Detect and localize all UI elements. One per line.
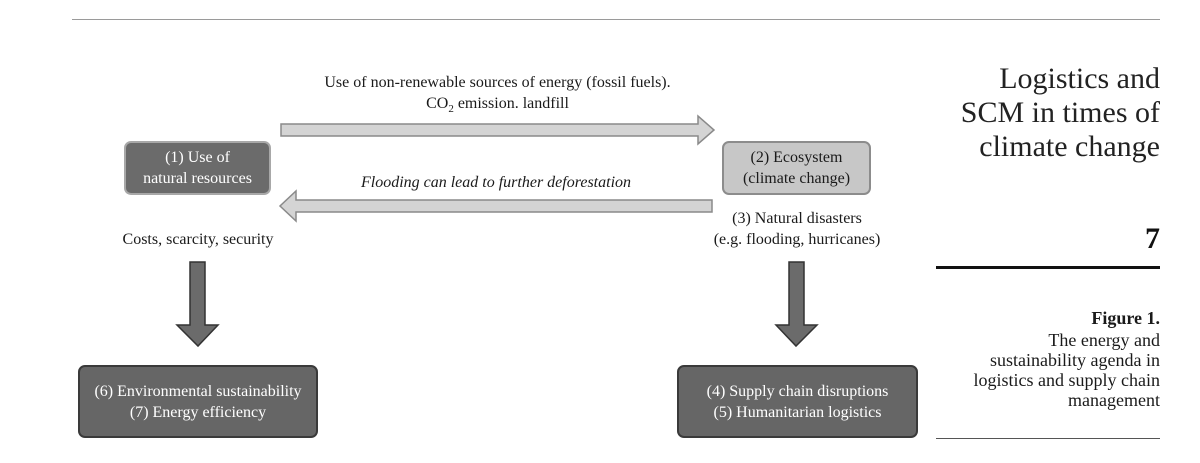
figure-caption-line4: management — [1068, 390, 1160, 410]
arrow-right — [280, 114, 716, 146]
figure-label: Figure 1. — [1091, 308, 1160, 328]
box1-line2: natural resources — [143, 170, 252, 187]
figure-caption: The energy and sustainability agenda in … — [920, 330, 1160, 410]
box-ecosystem: (2) Ecosystem (climate change) — [722, 141, 871, 195]
box2-line1: (2) Ecosystem — [750, 149, 843, 166]
box2-line2: (climate change) — [742, 170, 851, 187]
costs-caption: Costs, scarcity, security — [122, 231, 274, 248]
running-title-line1: Logistics and — [999, 62, 1160, 95]
box-environmental-sustainability: (6) Environmental sustainability (7) Ene… — [78, 365, 318, 438]
box-supply-chain-disruptions: (4) Supply chain disruptions (5) Humanit… — [677, 365, 918, 438]
bottom-arrow-label: Flooding can lead to further deforestati… — [360, 174, 632, 191]
arrow-down-left — [175, 261, 220, 348]
box4-line2: (5) Humanitarian logistics — [713, 403, 882, 421]
arrow-down-right — [774, 261, 819, 348]
box6-line2: (7) Energy efficiency — [129, 403, 267, 421]
arrow-left — [278, 189, 713, 223]
box-use-natural-resources: (1) Use of natural resources — [124, 141, 271, 195]
page-number: 7 — [1145, 222, 1160, 255]
natural-disasters-caption: (3) Natural disasters (e.g. flooding, hu… — [697, 208, 897, 250]
box1-line1: (1) Use of — [165, 149, 230, 166]
box4-line1: (4) Supply chain disruptions — [706, 382, 889, 400]
running-title-line2: SCM in times of — [960, 96, 1160, 129]
natural-disasters-line2: (e.g. flooding, hurricanes) — [713, 231, 881, 248]
box6-line1: (6) Environmental sustainability — [94, 382, 302, 400]
top-arrow-label: Use of non-renewable sources of energy (… — [281, 72, 714, 120]
running-title-line3: climate change — [979, 130, 1160, 163]
figure-caption-line1: The energy and — [1048, 330, 1160, 350]
running-title: Logistics and SCM in times of climate ch… — [920, 62, 1160, 164]
top-arrow-label-line2: CO2 emission. landfill — [281, 93, 714, 120]
co-subscript: 2 — [448, 103, 454, 116]
top-arrow-label-line1: Use of non-renewable sources of energy (… — [324, 74, 671, 91]
figure-caption-line2: sustainability agenda in — [990, 350, 1160, 370]
page-number-rule — [936, 266, 1160, 269]
natural-disasters-line1: (3) Natural disasters — [732, 210, 862, 227]
top-rule — [72, 19, 1160, 20]
figure-caption-line3: logistics and supply chain — [973, 370, 1160, 390]
co-text: CO — [426, 95, 449, 112]
emission-text: emission. landfill — [453, 95, 569, 112]
caption-bottom-rule — [936, 438, 1160, 439]
